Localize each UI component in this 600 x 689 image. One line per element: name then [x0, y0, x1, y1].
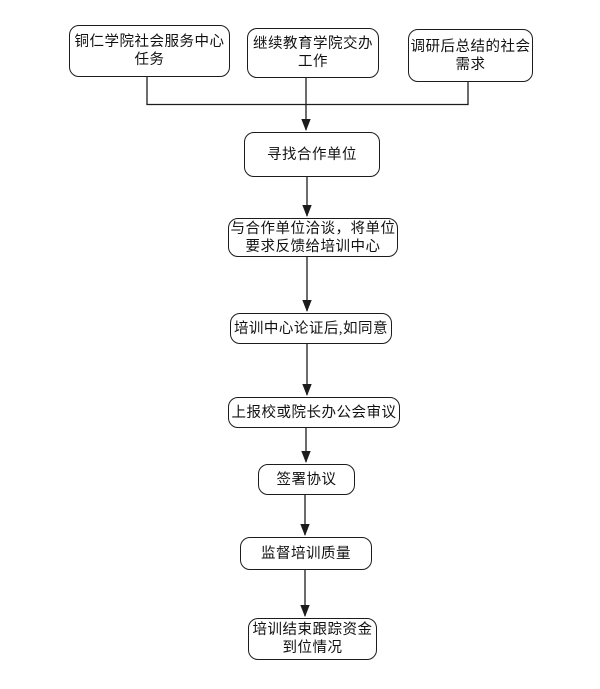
- node-label: 培训中心论证后,如同意: [233, 320, 389, 337]
- node-label: 与合作单位洽谈，将单位: [230, 220, 396, 237]
- node-label: 上报校或院长办公会审议: [231, 404, 397, 421]
- node-report-meeting: 上报校或院长办公会审议: [228, 397, 400, 428]
- node-label: 签署协议: [276, 471, 337, 488]
- node-sign-agreement: 签署协议: [258, 464, 355, 495]
- node-find-partners: 寻找合作单位: [244, 132, 380, 177]
- node-center-review: 培训中心论证后,如同意: [230, 313, 392, 344]
- node-track-funds: 培训结束跟踪资金 到位情况: [248, 618, 377, 660]
- node-label: 任务: [134, 52, 165, 68]
- node-source-social-needs: 调研后总结的社会 需求: [408, 29, 533, 82]
- node-label: 工作: [298, 54, 328, 70]
- node-label: 继续教育学院交办: [253, 36, 373, 52]
- node-label: 要求反馈给培训中心: [245, 238, 381, 255]
- node-label: 寻找合作单位: [267, 146, 357, 163]
- node-source-college-assigned: 继续教育学院交办 工作: [247, 28, 379, 78]
- node-label: 铜仁学院社会服务中心: [74, 34, 225, 50]
- node-supervise-quality: 监督培训质量: [240, 537, 372, 570]
- node-negotiate-feedback: 与合作单位洽谈，将单位 要求反馈给培训中心: [228, 218, 398, 257]
- node-label: 需求: [455, 56, 486, 73]
- node-label: 培训结束跟踪资金: [252, 622, 373, 638]
- node-source-center-tasks: 铜仁学院社会服务中心 任务: [69, 25, 230, 77]
- node-label: 调研后总结的社会: [410, 38, 531, 55]
- node-label: 监督培训质量: [261, 545, 351, 562]
- node-label: 到位情况: [282, 640, 343, 656]
